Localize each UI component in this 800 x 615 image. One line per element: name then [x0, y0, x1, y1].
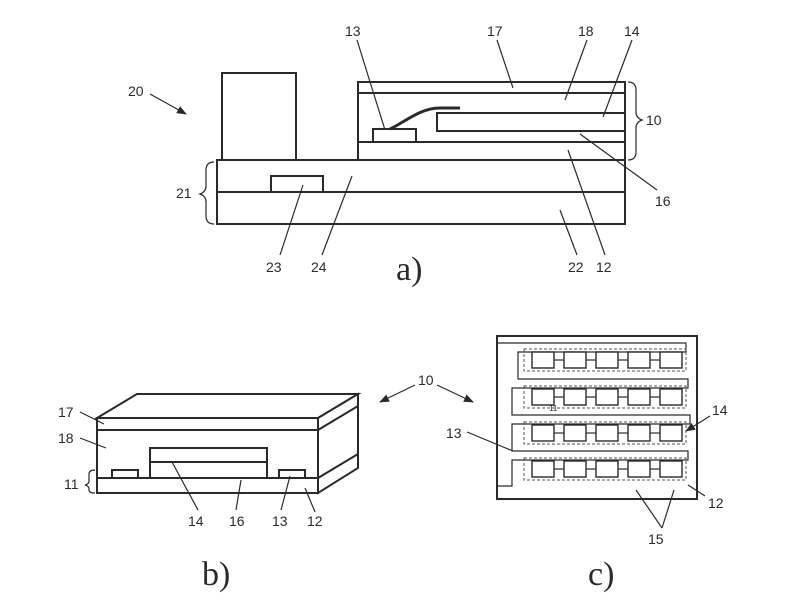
label-10: 10: [646, 112, 662, 128]
label-17-b: 17: [58, 404, 74, 420]
label-24: 24: [311, 259, 327, 275]
arrow-20: [149, 93, 187, 115]
panel-a-letter: a): [396, 251, 422, 288]
layer-22: [216, 191, 626, 225]
substrate-12-c: [496, 335, 698, 500]
label-10-shared: 10: [418, 372, 434, 388]
cell-2-2: [595, 424, 619, 442]
label-13-c: 13: [446, 425, 462, 441]
cell-1-4: [659, 388, 683, 406]
contact-13-b: [278, 469, 306, 479]
label-12: 12: [596, 259, 612, 275]
cell-2-3: [627, 424, 651, 442]
label-18-b: 18: [58, 430, 74, 446]
label-13: 13: [345, 23, 361, 39]
panel-a: 20 13 17 18 14 10 16 21 23 24 22 12 a): [128, 23, 671, 288]
cell-grid: [531, 351, 683, 478]
label-15-c: 15: [648, 531, 664, 547]
brace-10: [627, 81, 644, 161]
label-11-b: 11: [64, 476, 79, 492]
cell-0-1: [563, 351, 587, 369]
label-13-b: 13: [272, 513, 288, 529]
label-22: 22: [568, 259, 584, 275]
label-14-c: 14: [712, 402, 728, 418]
cell-3-0: [531, 460, 555, 478]
cell-1-3: [627, 388, 651, 406]
contact-13: [372, 128, 417, 143]
tall-component: [221, 72, 297, 161]
label-16: 16: [655, 193, 671, 209]
cell-1-2: [595, 388, 619, 406]
panel-b-letter: b): [202, 556, 230, 593]
cell-0-3: [627, 351, 651, 369]
label-17: 17: [487, 23, 503, 39]
cell-1-0: [531, 388, 555, 406]
label-11-c: 11: [549, 404, 558, 413]
cell-3-4: [659, 460, 683, 478]
cell-2-4: [659, 424, 683, 442]
cell-2-1: [563, 424, 587, 442]
shared-label-10: 10: [379, 372, 474, 403]
contact-left-b: [111, 469, 139, 479]
cell-3-1: [563, 460, 587, 478]
cell-1-1: [563, 388, 587, 406]
label-12-b: 12: [307, 513, 323, 529]
label-20: 20: [128, 83, 144, 99]
cell-2-0: [531, 424, 555, 442]
label-23: 23: [266, 259, 282, 275]
chip-23: [270, 175, 324, 193]
cell-3-2: [595, 460, 619, 478]
label-14: 14: [624, 23, 640, 39]
bond-wire: [389, 106, 460, 131]
cell-0-0: [531, 351, 555, 369]
panel-c: 13 14 11 12 15 c): [446, 335, 728, 593]
label-21: 21: [176, 185, 192, 201]
label-12-c: 12: [708, 495, 724, 511]
label-18: 18: [578, 23, 594, 39]
box-top-face: [93, 393, 362, 419]
panel-b: 17 18 11 14 16 13 12 b): [58, 392, 362, 593]
element-14: [436, 112, 626, 132]
brace-11: [84, 469, 96, 494]
label-16-b: 16: [229, 513, 245, 529]
cell-0-2: [595, 351, 619, 369]
cell-3-3: [627, 460, 651, 478]
label-14-b: 14: [188, 513, 204, 529]
panel-c-letter: c): [588, 556, 614, 593]
brace-21: [198, 161, 215, 225]
cell-0-4: [659, 351, 683, 369]
